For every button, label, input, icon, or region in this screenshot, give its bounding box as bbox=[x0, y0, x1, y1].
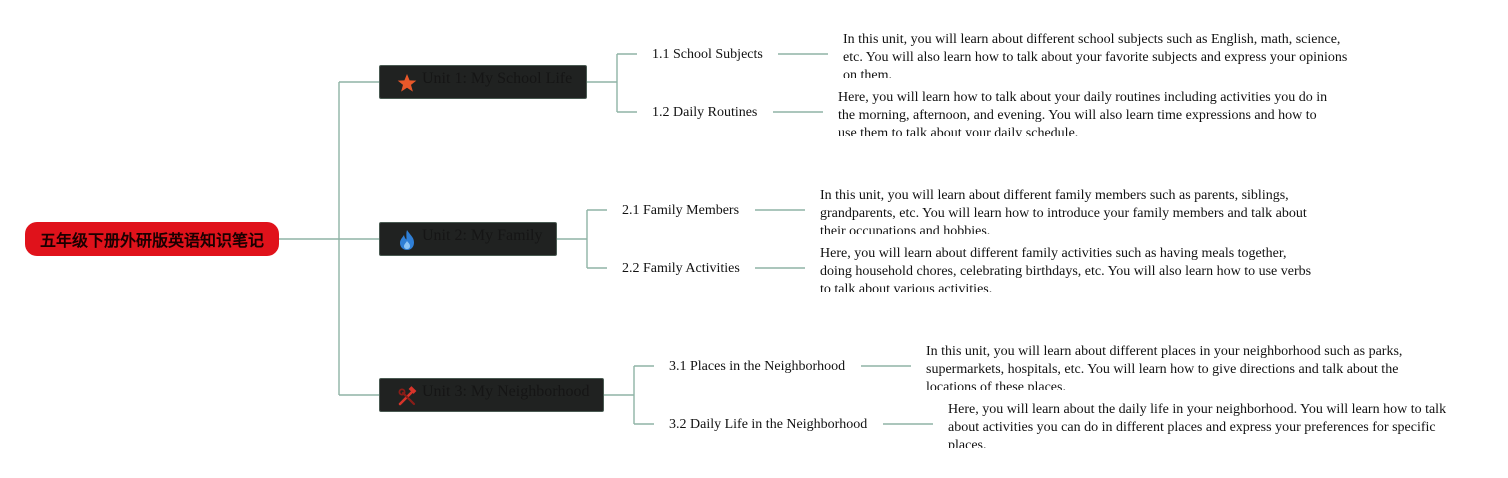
unit-3-title: Unit 3: My Neighborhood bbox=[422, 383, 590, 400]
topic-2-2-description: Here, you will learn about different fam… bbox=[820, 246, 1312, 292]
flame-icon bbox=[400, 230, 414, 250]
topic-1-2[interactable]: 1.2 Daily Routines bbox=[652, 105, 758, 120]
unit-3-node[interactable]: Unit 3: My Neighborhood bbox=[379, 378, 604, 412]
topic-1-1[interactable]: 1.1 School Subjects bbox=[652, 47, 763, 62]
topic-1-2-description: Here, you will learn how to talk about y… bbox=[838, 90, 1328, 136]
topic-3-1-description: In this unit, you will learn about diffe… bbox=[926, 344, 1403, 390]
unit-1-title: Unit 1: My School Life bbox=[422, 70, 573, 87]
root-node[interactable]: 五年级下册外研版英语知识笔记 bbox=[25, 222, 279, 256]
root-title: 五年级下册外研版英语知识笔记 bbox=[39, 231, 264, 250]
topic-3-2[interactable]: 3.2 Daily Life in the Neighborhood bbox=[669, 417, 868, 432]
unit-2-title: Unit 2: My Family bbox=[422, 227, 543, 244]
topic-3-2-description: Here, you will learn about the daily lif… bbox=[948, 402, 1447, 448]
topic-2-1-description: In this unit, you will learn about diffe… bbox=[820, 188, 1307, 234]
unit-2-node[interactable]: Unit 2: My Family bbox=[379, 222, 557, 256]
topic-1-1-description: In this unit, you will learn about diffe… bbox=[843, 32, 1348, 78]
topic-2-1[interactable]: 2.1 Family Members bbox=[622, 203, 740, 218]
unit-1-node[interactable]: Unit 1: My School Life bbox=[379, 65, 587, 99]
topic-3-1[interactable]: 3.1 Places in the Neighborhood bbox=[669, 359, 846, 374]
tools-icon bbox=[398, 386, 417, 406]
star-icon bbox=[397, 74, 417, 92]
topic-2-2[interactable]: 2.2 Family Activities bbox=[622, 261, 740, 276]
